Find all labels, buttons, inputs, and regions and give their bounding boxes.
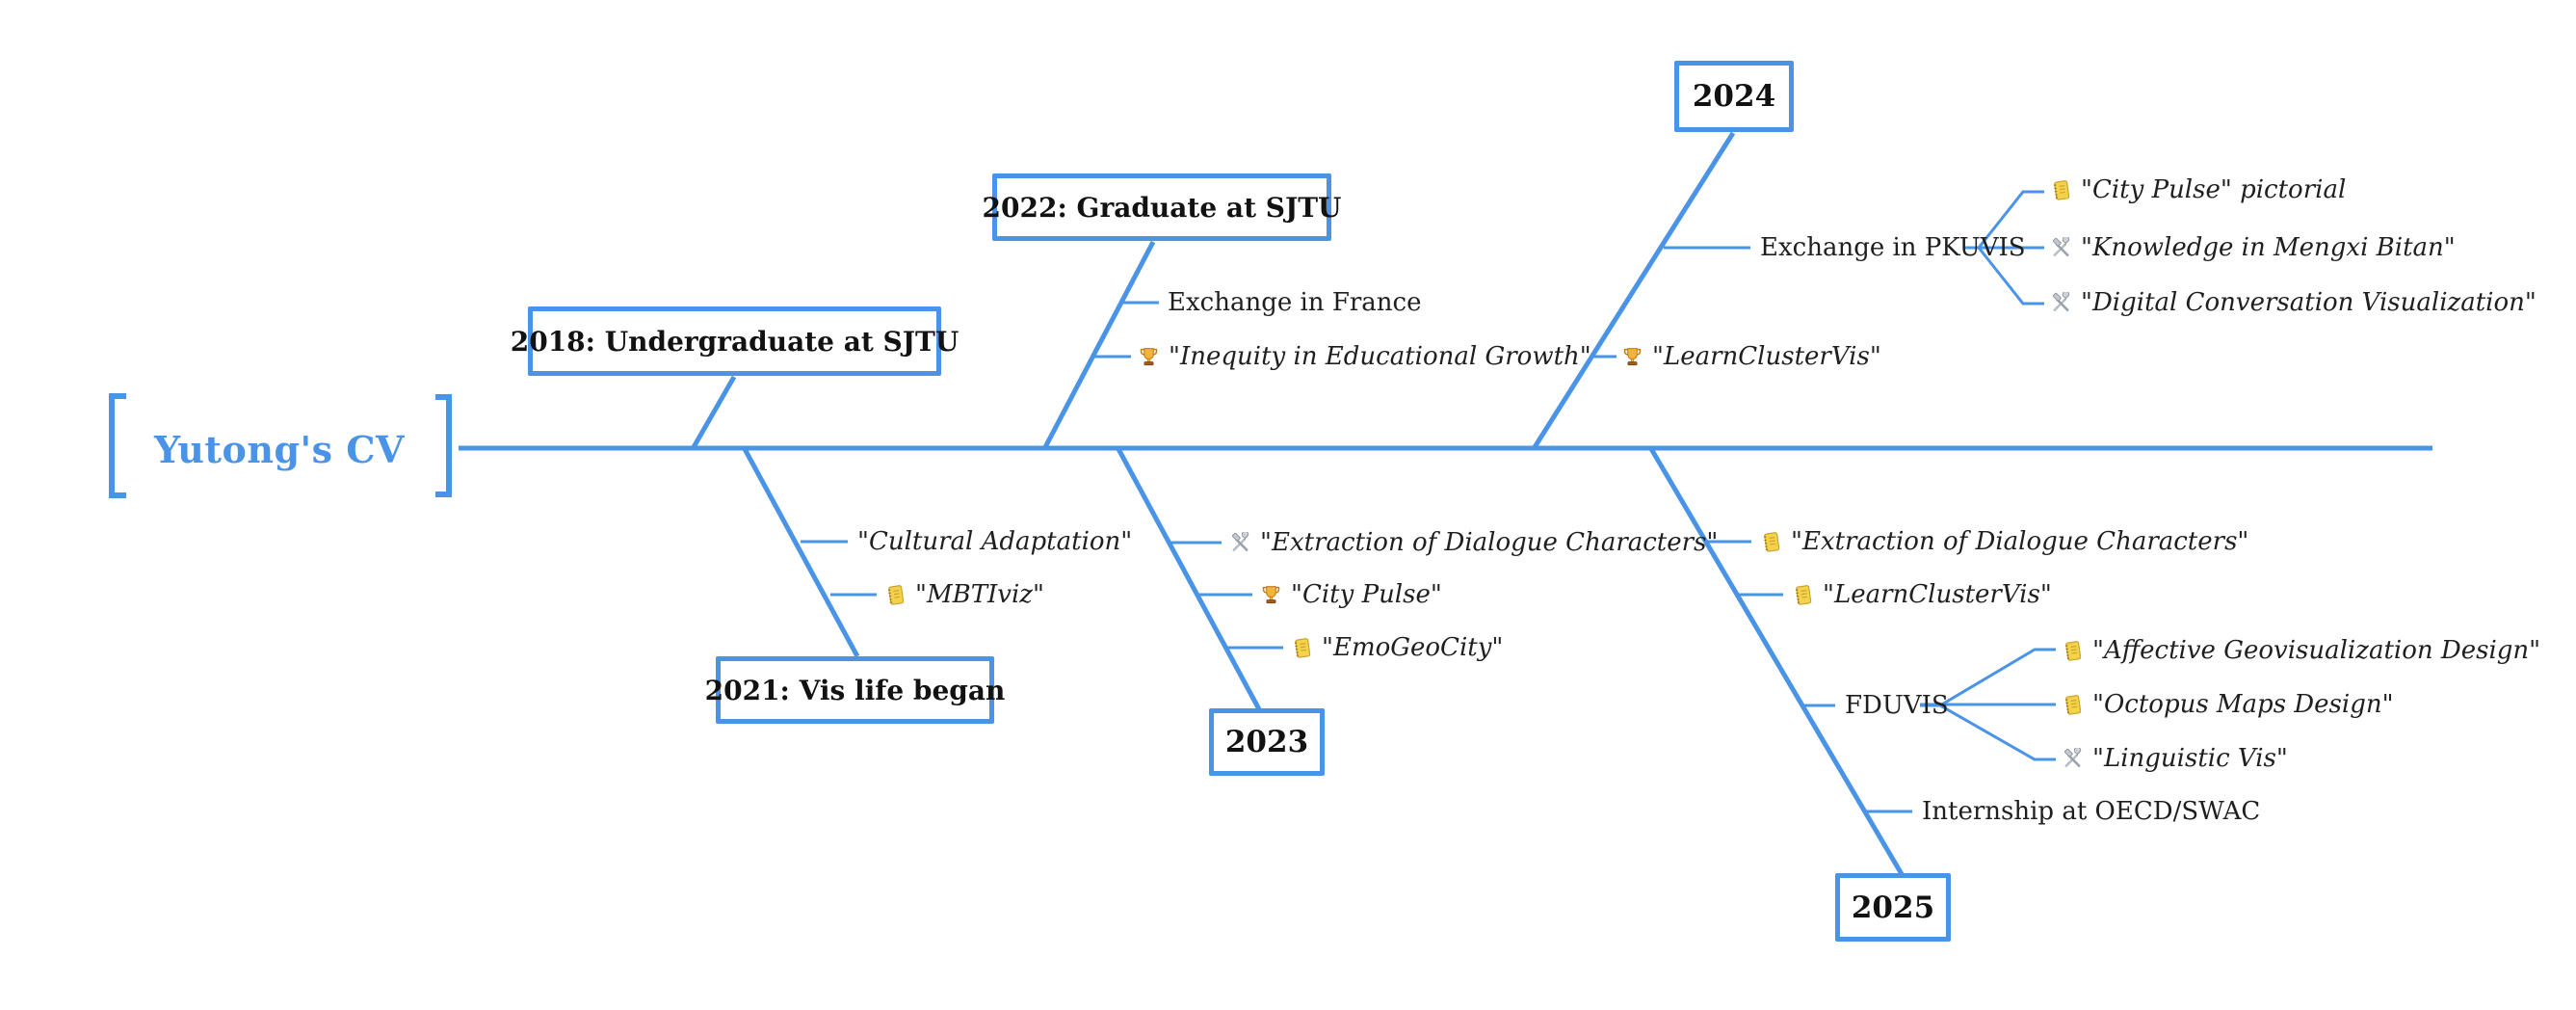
branch-line-2018 [691, 375, 737, 449]
year-box-2022-label: 2022: Graduate at SJTU [982, 191, 1342, 224]
node-exchange-in-france[interactable]: Exchange in France [1168, 285, 1421, 320]
node-extraction-of-dialogue-characters-2023[interactable]: "Extraction of Dialogue Characters" [1229, 525, 1718, 560]
right-bracket [435, 394, 452, 497]
node-inequity-in-educational-growth[interactable]: "Inequity in Educational Growth" [1138, 339, 1591, 374]
node-learnclustervis-2024[interactable]: "LearnClusterVis" [1621, 339, 1881, 374]
branch-line-2025 [1647, 445, 1905, 876]
node-label: "EmoGeoCity" [1322, 633, 1504, 662]
node-fduvis[interactable]: FDUVIS [1845, 688, 1949, 723]
year-box-2025[interactable]: 2025 [1835, 873, 1951, 942]
node-label: "Cultural Adaptation" [857, 527, 1133, 556]
branch-line-2023 [1115, 445, 1262, 711]
node-label: "LearnClusterVis" [1652, 342, 1881, 371]
year-box-2023-label: 2023 [1224, 725, 1309, 759]
ledger-icon [884, 584, 907, 606]
fork-pkuvis-bottom [1965, 246, 2044, 306]
node-label: Internship at OECD/SWAC [1922, 797, 2261, 826]
node-label: "City Pulse" [1291, 580, 1442, 609]
node-emogeocity[interactable]: "EmoGeoCity" [1291, 630, 1503, 665]
tools-icon [2050, 292, 2072, 314]
trophy-icon [1260, 584, 1282, 606]
node-label: "Knowledge in Mengxi Bitan" [2081, 233, 2456, 262]
year-box-2025-label: 2025 [1851, 890, 1935, 925]
node-label: "Affective Geovisualization Design" [2092, 636, 2541, 665]
page-title: Yutong's CV [153, 427, 406, 471]
node-extraction-of-dialogue-characters-2025[interactable]: "Extraction of Dialogue Characters" [1760, 524, 2248, 559]
year-box-2021[interactable]: 2021: Vis life began [705, 656, 1005, 724]
year-box-2021-label: 2021: Vis life began [704, 674, 1006, 706]
year-box-2018-label: 2018: Undergraduate at SJTU [510, 325, 959, 358]
branch-line-2022 [1042, 240, 1156, 449]
node-label: "Digital Conversation Visualization" [2081, 288, 2537, 317]
node-label: "Octopus Maps Design" [2092, 690, 2394, 719]
node-label: "MBTIviz" [915, 580, 1044, 609]
trophy-icon [1621, 346, 1643, 368]
node-exchange-in-pkuvis[interactable]: Exchange in PKUVIS [1760, 230, 2026, 265]
year-box-2024[interactable]: 2024 [1674, 61, 1794, 132]
left-bracket [109, 393, 126, 498]
node-label: "Linguistic Vis" [2092, 744, 2288, 773]
year-box-2023[interactable]: 2023 [1209, 708, 1325, 776]
ledger-icon [1291, 637, 1313, 659]
node-label: "Extraction of Dialogue Characters" [1260, 528, 1719, 557]
node-label: "Inequity in Educational Growth" [1169, 342, 1591, 371]
tools-icon [2062, 748, 2084, 770]
node-affective-geovisualization-design[interactable]: "Affective Geovisualization Design" [2062, 633, 2540, 668]
branch-line-2024 [1532, 131, 1736, 449]
node-linguistic-vis[interactable]: "Linguistic Vis" [2062, 741, 2288, 776]
node-learnclustervis-2025[interactable]: "LearnClusterVis" [1792, 577, 2052, 612]
node-mbtiviz[interactable]: "MBTIviz" [884, 577, 1044, 612]
node-label: Exchange in France [1168, 288, 1422, 317]
node-label: "Extraction of Dialogue Characters" [1791, 527, 2249, 556]
ledger-icon [1792, 584, 1814, 606]
trophy-icon [1138, 346, 1160, 368]
node-internship-oecd-swac[interactable]: Internship at OECD/SWAC [1922, 794, 2260, 829]
ledger-icon [2050, 179, 2072, 201]
node-label: "City Pulse" pictorial [2081, 175, 2347, 204]
year-box-2024-label: 2024 [1692, 79, 1776, 114]
fork-fduvis-bottom [1920, 704, 2056, 761]
node-label: FDUVIS [1845, 691, 1949, 720]
tools-icon [1229, 532, 1251, 554]
node-digital-conversation-visualization[interactable]: "Digital Conversation Visualization" [2050, 285, 2537, 320]
ledger-icon [2062, 640, 2084, 662]
year-box-2022[interactable]: 2022: Graduate at SJTU [983, 173, 1341, 241]
tools-icon [2050, 237, 2072, 259]
ledger-icon [2062, 694, 2084, 716]
year-box-2018[interactable]: 2018: Undergraduate at SJTU [511, 306, 959, 376]
node-city-pulse-2023[interactable]: "City Pulse" [1260, 577, 1442, 612]
node-label: Exchange in PKUVIS [1760, 233, 2026, 262]
node-label: "LearnClusterVis" [1823, 580, 2052, 609]
ledger-icon [1760, 531, 1782, 553]
node-knowledge-in-mengxi-bitan[interactable]: "Knowledge in Mengxi Bitan" [2050, 230, 2456, 265]
node-octopus-maps-design[interactable]: "Octopus Maps Design" [2062, 687, 2394, 722]
node-cultural-adaptation[interactable]: "Cultural Adaptation" [857, 524, 1132, 559]
branch-line-2021 [741, 445, 860, 658]
node-city-pulse-pictorial[interactable]: "City Pulse" pictorial [2050, 173, 2346, 207]
